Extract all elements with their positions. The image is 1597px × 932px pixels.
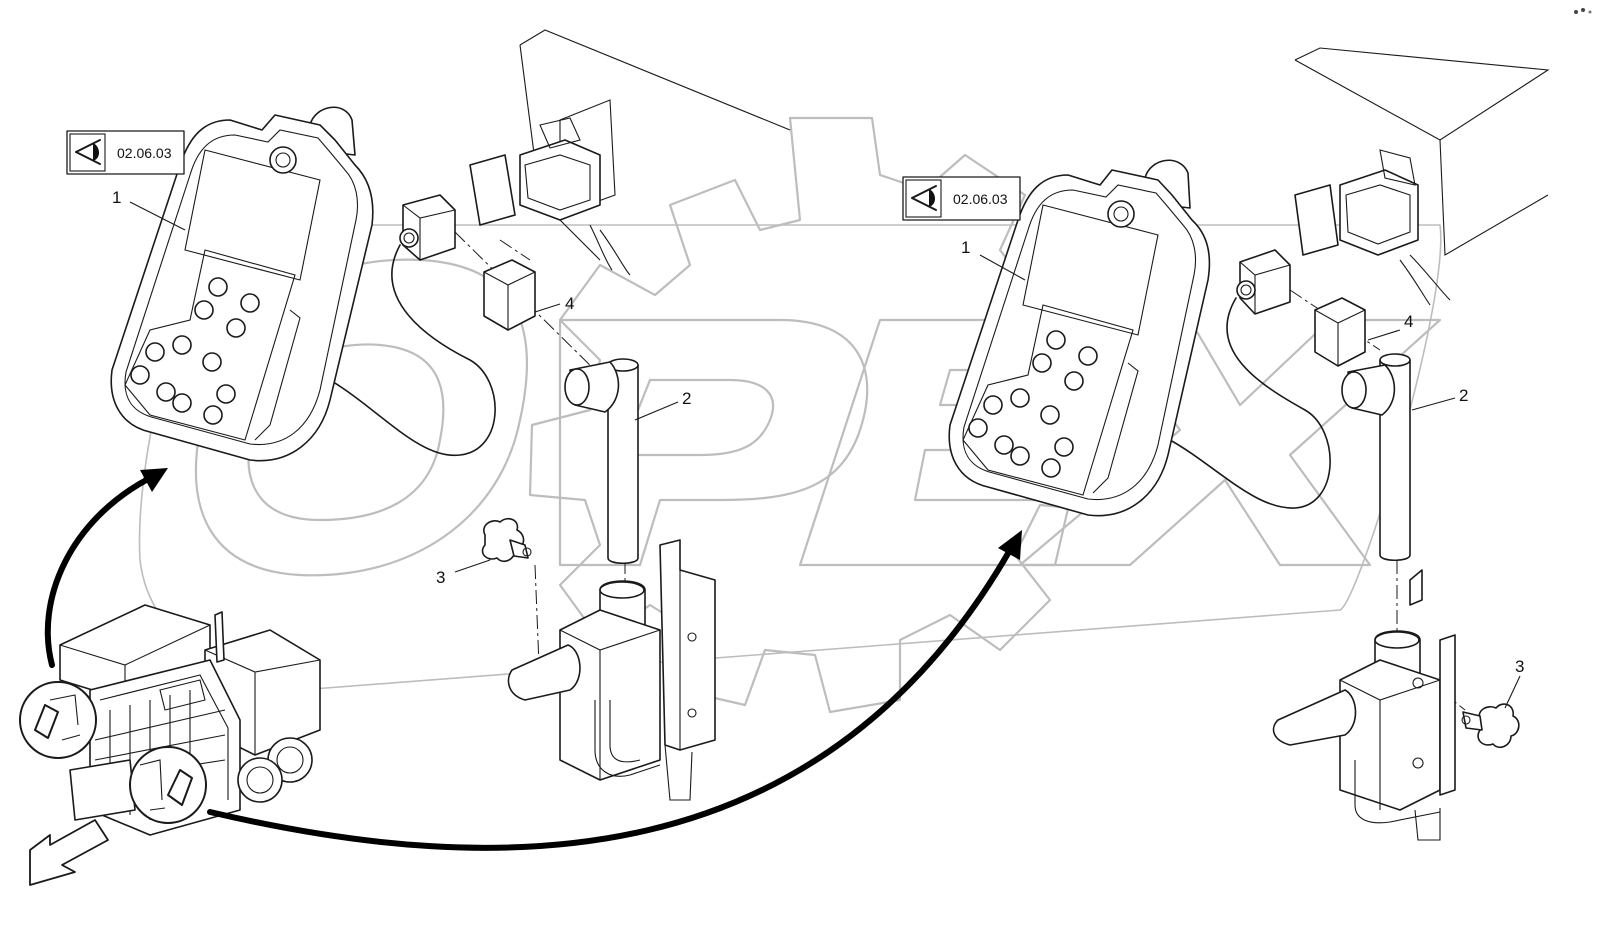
eye-icon (75, 139, 101, 165)
right-reference-box: 02.06.03 (902, 176, 1021, 221)
right-remote-control (948, 159, 1211, 517)
left-detail-circle (19, 681, 97, 759)
watermark-letter-x (1018, 318, 1442, 567)
right-mount-housing (1294, 47, 1550, 306)
left-callout-1: 1 (112, 188, 121, 207)
left-mount-housing (469, 29, 791, 276)
right-arrowhead (998, 530, 1022, 560)
right-reference-code: 02.06.03 (953, 191, 1008, 207)
left-callout-3: 3 (436, 568, 445, 587)
right-pole (1341, 353, 1411, 562)
right-remote-knob (1107, 200, 1135, 228)
left-remote-buttons (130, 277, 260, 425)
paver-machine (19, 604, 321, 836)
direction-arrow (29, 819, 109, 886)
left-remote-keypad (124, 249, 296, 441)
left-callout-4: 4 (565, 294, 574, 313)
eye-icon (911, 185, 937, 211)
left-star-knob (481, 518, 532, 562)
left-callout-2: 2 (682, 389, 691, 408)
right-remote-buttons (968, 330, 1098, 478)
right-callouts: 1 2 3 4 (961, 238, 1524, 709)
right-connector (1236, 249, 1291, 315)
left-reference-box: 02.06.03 (66, 130, 185, 175)
corner-mark (1574, 8, 1592, 14)
left-connector (399, 194, 456, 261)
right-curved-arrow (207, 547, 1013, 851)
right-bracket (1272, 569, 1456, 841)
right-callout-2: 2 (1459, 386, 1468, 405)
right-callout-4: 4 (1404, 312, 1413, 331)
right-remote-keypad (962, 304, 1134, 496)
right-box (1314, 297, 1366, 367)
left-remote-control (110, 106, 374, 462)
left-assembly: 02.06.03 1 2 3 4 (66, 29, 791, 801)
right-assembly: 02.06.03 1 2 3 4 (902, 47, 1550, 841)
left-bracket (507, 539, 716, 801)
left-callouts: 1 2 3 4 (112, 188, 691, 587)
left-arrowhead (140, 468, 168, 492)
left-box (483, 259, 536, 331)
right-remote-body (948, 169, 1211, 517)
right-callout-1: 1 (961, 238, 970, 257)
right-star-knob (1461, 703, 1520, 748)
right-callout-3: 3 (1515, 657, 1524, 676)
watermark-letter-p (558, 318, 869, 567)
left-curved-arrow (44, 475, 153, 668)
right-detail-circle (129, 746, 207, 824)
left-remote-knob (269, 146, 297, 174)
left-reference-code: 02.06.03 (117, 145, 172, 161)
left-pole (564, 358, 639, 565)
